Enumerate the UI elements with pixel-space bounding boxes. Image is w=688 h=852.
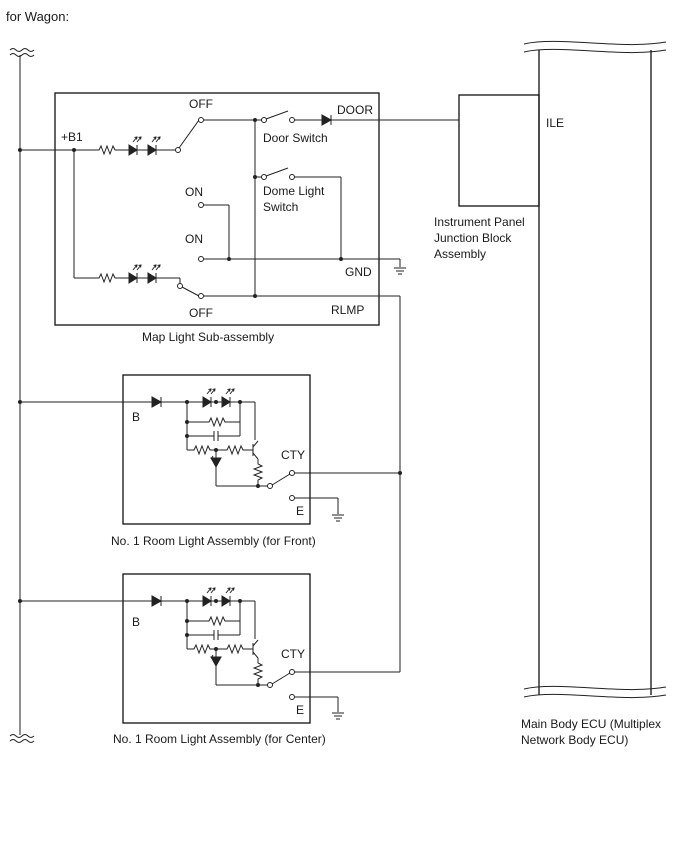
- map-light-name: Map Light Sub-assembly: [142, 330, 274, 344]
- door-terminal-label: DOOR: [337, 103, 373, 117]
- gnd-terminal-label: GND: [345, 265, 372, 279]
- room-light-front: No. 1 Room Light Assembly (for Front) B …: [20, 374, 345, 548]
- b1-terminal-label: +B1: [61, 130, 83, 144]
- door-switch-label: Door Switch: [263, 131, 328, 145]
- room-light-center: No. 1 Room Light Assembly (for Center) B…: [20, 573, 345, 746]
- map-light-sub-assembly: Map Light Sub-assembly +B1 OFF ON ON: [20, 92, 459, 344]
- ile-terminal-label: ILE: [546, 116, 564, 130]
- room-center-b-label: B: [132, 615, 140, 629]
- junction-block-line2: Junction Block: [434, 231, 512, 245]
- dome-switch-label-line2: Switch: [263, 200, 298, 214]
- junction-block-line1: Instrument Panel: [434, 215, 525, 229]
- on-label-lower: ON: [185, 232, 203, 246]
- junction-block: Instrument Panel Junction Block Assembly: [434, 94, 540, 261]
- rlmp-terminal-label: RLMP: [331, 303, 364, 317]
- room-front-name: No. 1 Room Light Assembly (for Front): [111, 534, 316, 548]
- on-label-upper: ON: [185, 185, 203, 199]
- junction-block-line3: Assembly: [434, 247, 486, 261]
- off-label-bottom: OFF: [189, 306, 213, 320]
- off-label-top: OFF: [189, 97, 213, 111]
- main-body-ecu: ILE Main Body ECU (Multiplex Network Bod…: [521, 40, 667, 747]
- battery-bus-line: [9, 48, 35, 743]
- map-light-ground-symbol: [393, 267, 407, 275]
- ecu-name-line2: Network Body ECU): [521, 733, 628, 747]
- rlmp-bus-line: [292, 296, 402, 673]
- room-center-name: No. 1 Room Light Assembly (for Center): [113, 732, 326, 746]
- diagram-title: for Wagon:: [6, 9, 69, 24]
- room-center-e-label: E: [296, 703, 304, 717]
- room-center-cty-label: CTY: [281, 647, 305, 661]
- ecu-name-line1: Main Body ECU (Multiplex: [521, 717, 661, 731]
- room-front-b-label: B: [132, 410, 140, 424]
- dome-switch-label-line1: Dome Light: [263, 184, 325, 198]
- room-front-e-label: E: [296, 504, 304, 518]
- room-front-cty-label: CTY: [281, 448, 305, 462]
